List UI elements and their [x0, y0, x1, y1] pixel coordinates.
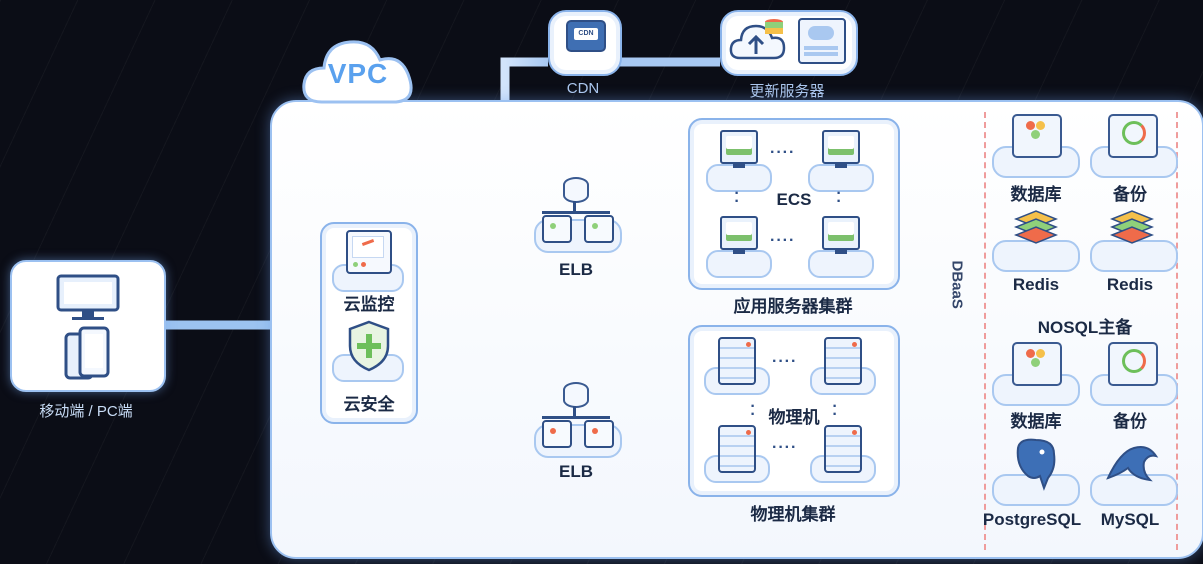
ellipsis: ···· — [772, 353, 798, 370]
physical-machine-label: 物理机 — [768, 408, 820, 427]
ellipsis: ···· — [770, 144, 796, 161]
server-rack-icon — [824, 337, 862, 385]
postgresql-icon[interactable] — [1008, 436, 1064, 492]
redis-label: Redis — [1012, 275, 1060, 294]
physical-cluster[interactable]: ···· ···· ·· ·· 物理机 — [688, 325, 900, 497]
switch-icon — [542, 215, 572, 243]
cloud-monitor-icon[interactable] — [346, 230, 392, 274]
upload-cloud-icon — [729, 19, 786, 60]
server-rack-icon — [718, 337, 756, 385]
mysql-icon[interactable] — [1104, 438, 1160, 488]
ecs-monitor-icon — [720, 216, 758, 254]
dbaas-border-right — [1176, 112, 1178, 550]
client-label: 移动端 / PC端 — [39, 403, 133, 420]
database-icon — [563, 177, 589, 203]
nosql-label: NOSQL主备 — [1037, 318, 1133, 337]
backup-label: 备份 — [1113, 412, 1147, 431]
update-server-node[interactable] — [720, 10, 858, 76]
client-box[interactable] — [10, 260, 166, 392]
vpc-cloud-icon — [302, 40, 413, 104]
ellipsis: ···· — [770, 232, 796, 249]
elb-bottom-label: ELB — [559, 462, 593, 481]
dbaas-label: DBaaS — [948, 260, 966, 309]
ecs-label: ECS — [776, 190, 812, 209]
database-icon — [563, 382, 589, 408]
cdn-icon: CDN — [566, 20, 606, 52]
backup-label: 备份 — [1113, 185, 1147, 204]
mysql-label: MySQL — [1100, 510, 1160, 529]
vpc-label: VPC — [327, 58, 389, 89]
database-label: 数据库 — [1010, 412, 1062, 431]
cdn-node[interactable]: CDN — [548, 10, 622, 76]
cdn-label: CDN — [566, 80, 600, 97]
redis-icon[interactable] — [1108, 205, 1156, 251]
database-label: 数据库 — [1010, 185, 1062, 204]
dbaas-border-left — [984, 112, 986, 550]
ecs-monitor-icon — [720, 130, 758, 168]
redis-icon[interactable] — [1012, 205, 1060, 251]
mobile-icon — [64, 326, 110, 380]
desktop-icon — [56, 274, 120, 320]
ecs-monitor-icon — [822, 216, 860, 254]
shield-icon[interactable] — [346, 320, 392, 372]
switch-icon — [584, 215, 614, 243]
cdn-badge: CDN — [574, 28, 598, 40]
app-server-cluster[interactable]: ···· ···· ·· ·· ECS — [688, 118, 900, 290]
cloud-monitor-label: 云监控 — [343, 295, 395, 314]
update-server-label: 更新服务器 — [749, 83, 825, 100]
cloud-security-label: 云安全 — [343, 395, 395, 414]
server-rack-icon — [718, 425, 756, 473]
elb-bottom-node[interactable] — [530, 380, 622, 460]
server-monitor-icon — [798, 18, 846, 64]
elb-top-label: ELB — [559, 260, 593, 279]
backup-icon[interactable] — [1108, 114, 1158, 158]
database-icon[interactable] — [1012, 342, 1062, 386]
security-panel: 云监控 云安全 — [320, 222, 418, 424]
app-cluster-caption: 应用服务器集群 — [733, 297, 853, 316]
backup-icon[interactable] — [1108, 342, 1158, 386]
physical-cluster-caption: 物理机集群 — [750, 505, 836, 524]
switch-icon — [542, 420, 572, 448]
ecs-monitor-icon — [822, 130, 860, 168]
ellipsis: ···· — [772, 439, 798, 456]
elb-top-node[interactable] — [530, 175, 622, 255]
switch-icon — [584, 420, 614, 448]
database-icon[interactable] — [1012, 114, 1062, 158]
postgresql-label: PostgreSQL — [982, 510, 1082, 529]
server-rack-icon — [824, 425, 862, 473]
redis-label: Redis — [1106, 275, 1154, 294]
